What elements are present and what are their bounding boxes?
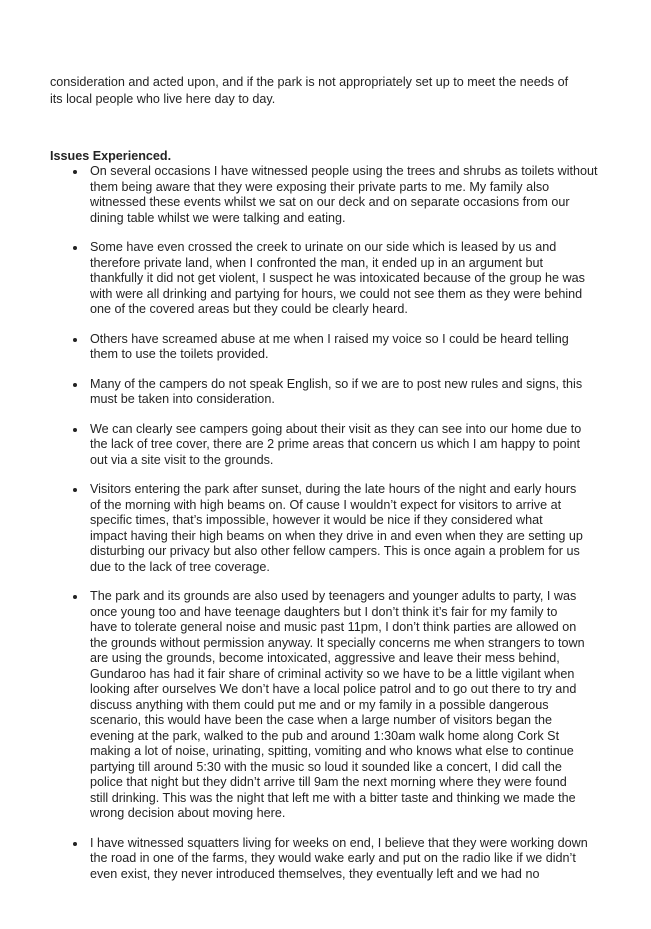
list-item: On several occasions I have witnessed pe… (50, 164, 631, 226)
text-line: scenario, this would have been the case … (90, 713, 553, 727)
list-item: Many of the campers do not speak English… (50, 377, 631, 408)
bullet-icon (73, 337, 77, 342)
text-line: We can clearly see campers going about t… (90, 421, 582, 436)
text-line: due to the lack of tree coverage. (90, 559, 270, 574)
text-line: specific times, that’s impossible, howev… (90, 513, 543, 527)
text-line: partying till around 5:30 with the music… (90, 759, 562, 774)
text-line: with were all drinking and partying for … (90, 286, 583, 301)
text-line: Visitors entering the park after sunset,… (90, 482, 577, 496)
list-item: Others have screamed abuse at me when I … (50, 332, 631, 363)
text-line: have to tolerate general noise and music… (90, 620, 577, 634)
text-line: of the morning with high beams on. Of ca… (90, 497, 562, 512)
text-line: wrong decision about moving here. (90, 806, 286, 820)
bullet-icon (73, 488, 77, 492)
text-line: evening at the park, walked to the pub a… (90, 728, 560, 743)
bullet-icon (73, 595, 77, 599)
list-item: We can clearly see campers going about t… (50, 422, 631, 469)
text-line: police that night but they didn’t arrive… (90, 775, 567, 789)
bullet-icon (73, 427, 77, 432)
text-line: one of the covered areas but they could … (90, 302, 408, 316)
text-line: the lack of tree cover, there are 2 prim… (90, 437, 581, 451)
text-line: I have witnessed squatters living for we… (90, 835, 588, 850)
list-item: Some have even crossed the creek to urin… (50, 240, 631, 318)
text-line: the grounds without permission anyway. I… (90, 635, 585, 650)
text-line: still drinking. This was the night that … (90, 790, 576, 805)
text-line: dining table whilst we were talking and … (90, 210, 346, 225)
text-line: consideration and acted upon, and if the… (50, 75, 569, 89)
bullet-icon (73, 170, 77, 174)
intro-paragraph: consideration and acted upon, and if the… (50, 74, 631, 109)
bullet-icon (73, 246, 77, 250)
section-heading: Issues Experienced. (50, 149, 172, 163)
text-line: once young too and have teenage daughter… (90, 604, 558, 619)
text-line: out via a site visit to the grounds. (90, 452, 274, 467)
text-line: On several occasions I have witnessed pe… (90, 164, 598, 178)
text-line: must be taken into consideration. (90, 392, 275, 406)
text-line: therefore private land, when I confronte… (90, 255, 543, 270)
text-line: disturbing our privacy but also other fe… (90, 544, 580, 558)
text-line: them being aware that they were exposing… (90, 179, 550, 194)
list-item: I have witnessed squatters living for we… (50, 836, 631, 883)
text-line: Others have screamed abuse at me when I … (90, 331, 569, 346)
text-line: Gundaroo has had it fair share of crimin… (90, 666, 575, 681)
text-line: making a lot of noise, urinating, spitti… (90, 744, 574, 758)
bullet-icon (73, 841, 77, 846)
text-line: looking after ourselves We don’t have a … (90, 682, 577, 696)
list-item: Visitors entering the park after sunset,… (50, 482, 631, 575)
text-line: Some have even crossed the creek to urin… (90, 240, 557, 254)
issues-list: On several occasions I have witnessed pe… (50, 164, 631, 896)
text-line: the road in one of the farms, they would… (90, 851, 576, 865)
text-line: impact having their high beams on when t… (90, 528, 583, 543)
text-line: The park and its grounds are also used b… (90, 589, 577, 603)
text-line: them to use the toilets provided. (90, 347, 269, 361)
text-line: are using the grounds, become intoxicate… (90, 651, 560, 665)
bullet-icon (73, 382, 77, 387)
text-line: discuss anything with them could put me … (90, 697, 549, 712)
text-line: its local people who live here day to da… (50, 92, 276, 107)
text-line: thankfully it did not get violent, I sus… (90, 271, 585, 285)
text-line: even exist, they never introduced themse… (90, 866, 540, 881)
text-line: Many of the campers do not speak English… (90, 376, 583, 391)
list-item: The park and its grounds are also used b… (50, 589, 631, 822)
text-line: witnessed these events whilst we sat on … (90, 195, 570, 209)
